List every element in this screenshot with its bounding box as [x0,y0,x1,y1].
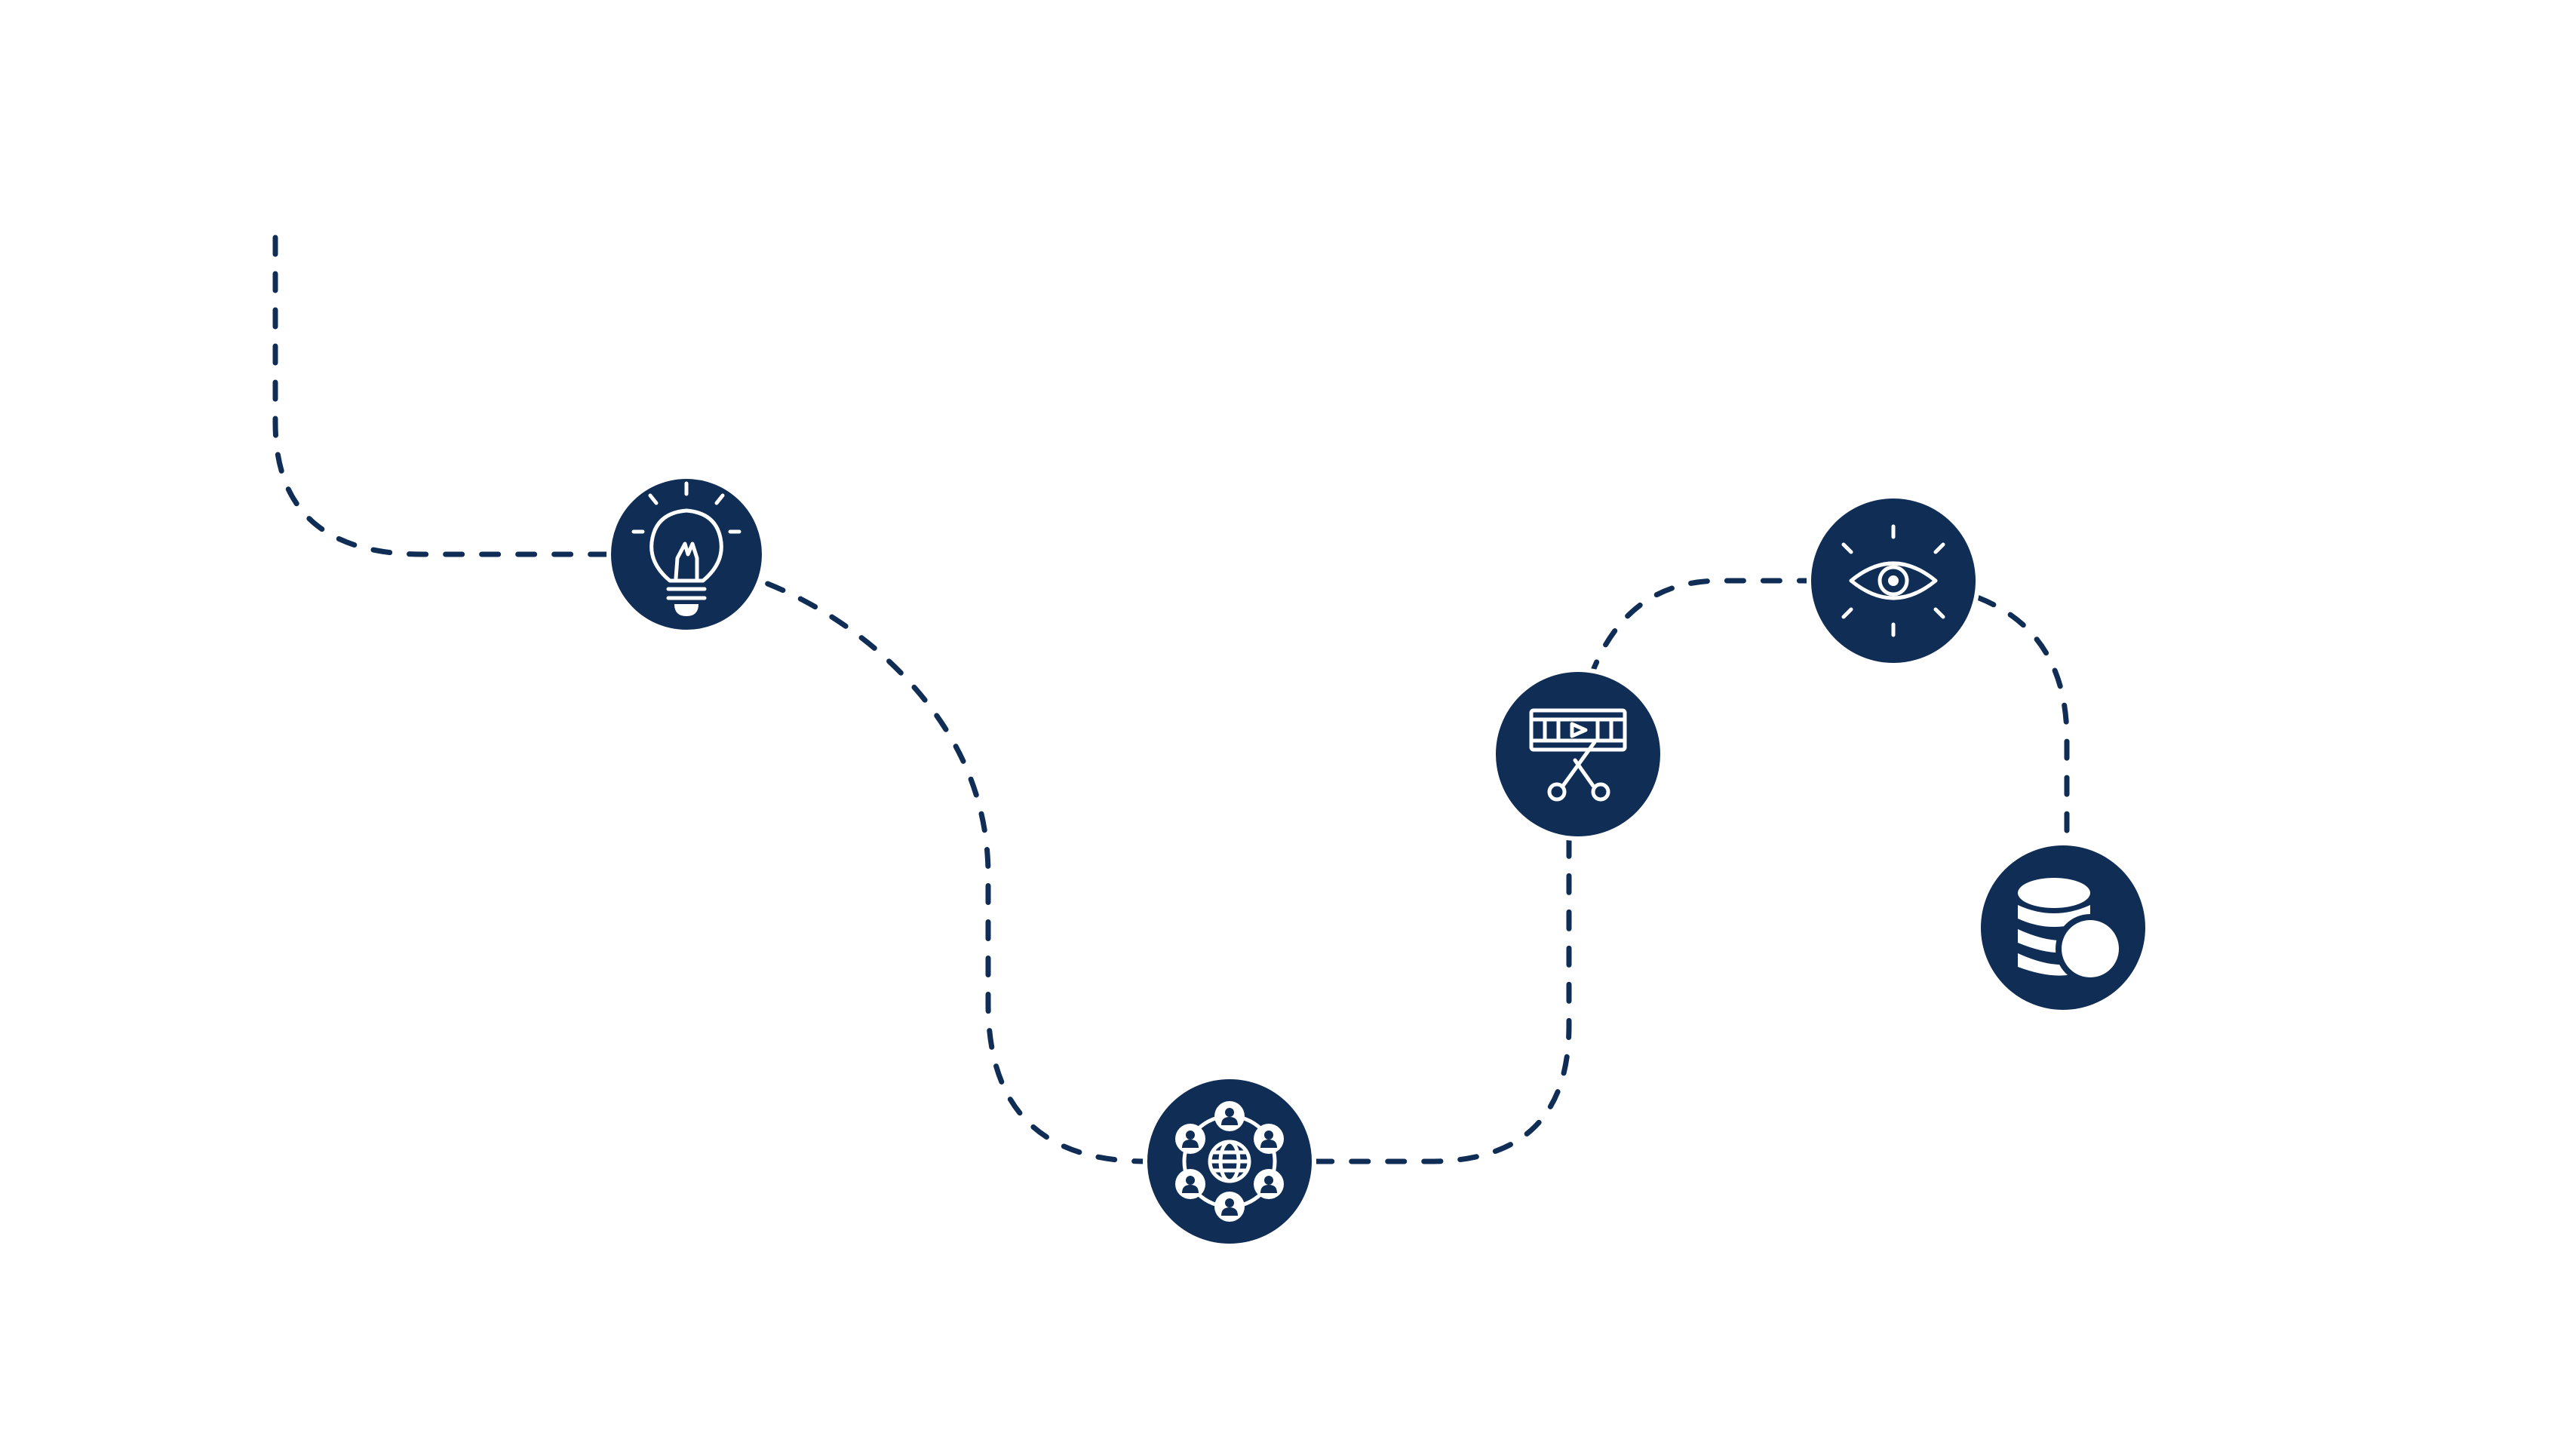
dashed-roadmap-path [272,235,2070,1164]
roadmap-node-vision [1807,494,1980,667]
person-icon [1214,1192,1245,1222]
lightbulb-icon [631,481,741,616]
person-icon [1254,1169,1284,1199]
eye-icon [1841,524,1945,637]
roadmap-node-community [1143,1075,1316,1248]
person-icon [1214,1101,1245,1131]
video-editing-icon [1529,708,1627,802]
person-icon [1254,1124,1284,1154]
database-icon [2018,878,2125,983]
roadmap-node-editing [1491,667,1665,841]
person-icon [1175,1124,1205,1154]
person-icon [1175,1169,1205,1199]
roadmap-node-data [1976,841,2150,1014]
roadmap-node-idea [606,474,766,634]
global-network-icon [1175,1101,1284,1222]
